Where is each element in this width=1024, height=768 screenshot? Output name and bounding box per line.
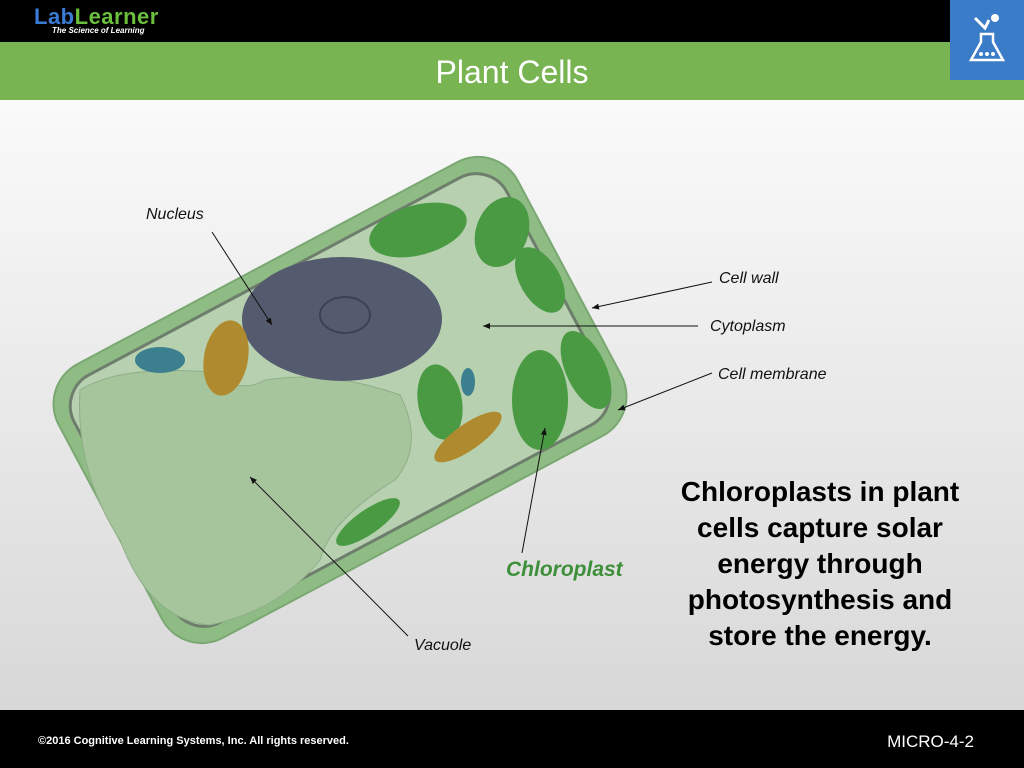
vacuole [79,370,412,626]
logo-learner: Learner [74,4,159,29]
label-nucleus: Nucleus [146,206,204,223]
footer: ©2016 Cognitive Learning Systems, Inc. A… [0,710,1024,768]
label-cell-wall: Cell wall [719,270,779,287]
tagline: The Science of Learning [52,26,145,35]
copyright: ©2016 Cognitive Learning Systems, Inc. A… [38,735,349,747]
logo-lab: Lab [34,4,75,29]
nucleus [242,257,442,381]
label-cell-membrane: Cell membrane [718,366,827,383]
flask-sprout-icon [950,0,1024,80]
top-bar: LabLearner The Science of Learning [0,0,1024,42]
page-title: Plant Cells [435,54,589,90]
caption: Chloroplasts in plant cells capture sola… [680,476,960,651]
label-cytoplasm: Cytoplasm [710,318,786,335]
slide-code: MICRO-4-2 [887,732,974,751]
lablearner-logo: LabLearner [34,4,159,30]
label-vacuole: Vacuole [414,637,472,654]
title-bar: Plant Cells [0,42,1024,100]
mitochondrion [203,320,249,396]
chloroplast [369,202,467,258]
label-chloroplast: Chloroplast [506,558,623,581]
